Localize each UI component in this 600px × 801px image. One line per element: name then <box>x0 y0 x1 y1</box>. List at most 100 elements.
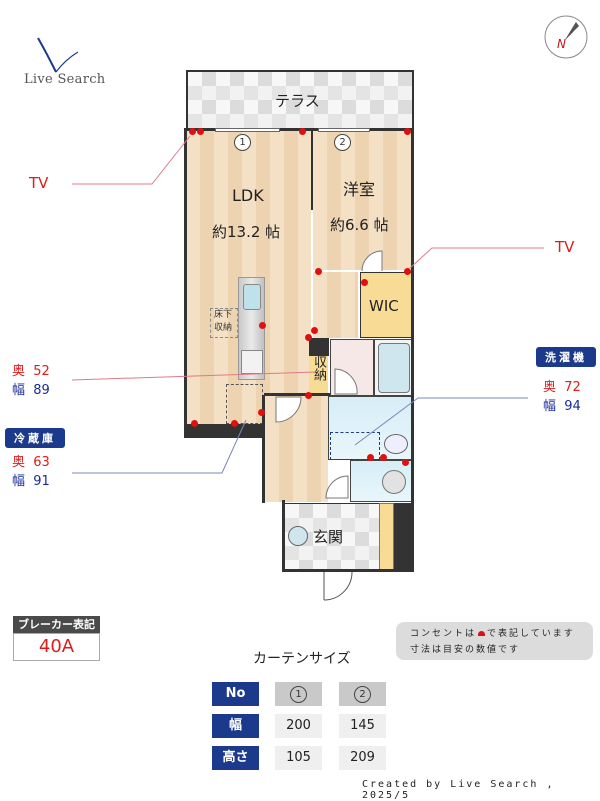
outlet-marker <box>315 268 322 275</box>
pipe-space <box>394 503 414 570</box>
depth-value: 52 <box>33 364 50 379</box>
curtain-header-width: 幅 <box>212 714 259 738</box>
western-room-size: 約6.6 帖 <box>330 216 389 234</box>
callout-leader-lines <box>71 135 544 474</box>
wic-label: WIC <box>369 297 399 315</box>
toilet-door-icon[interactable] <box>325 475 349 501</box>
outlet-marker <box>367 454 374 461</box>
stove-icon <box>241 350 263 374</box>
wall <box>184 128 187 438</box>
width-value: 91 <box>33 474 50 489</box>
western-room-floor <box>313 130 414 270</box>
note-text: コンセントは <box>410 629 477 639</box>
wall <box>309 338 329 356</box>
fridge-dims: 奥 63 幅 91 <box>12 453 50 491</box>
wall <box>411 128 414 503</box>
footer-credit: Created by Live Search , 2025/5 <box>362 779 555 801</box>
outlet-marker <box>404 128 411 135</box>
curtain-title: カーテンサイズ <box>253 651 351 667</box>
bathtub-icon <box>378 343 410 393</box>
legend-note: コンセントはで表記しています 寸法は目安の数値です <box>396 622 593 660</box>
wic-door-icon[interactable] <box>360 250 390 272</box>
storage-label: 収納 <box>311 355 326 381</box>
depth-value: 72 <box>564 380 581 395</box>
live-search-logo-icon <box>37 37 79 73</box>
circle-number: 2 <box>354 686 371 703</box>
curtain-header-height: 高さ <box>212 746 259 770</box>
outlet-marker <box>311 327 318 334</box>
storage-closet <box>309 355 328 395</box>
width-label: 幅 <box>12 383 26 398</box>
note-text: 寸法は目安の数値です <box>410 645 521 655</box>
outlet-marker <box>189 128 196 135</box>
curtain-col-1-height: 105 <box>275 746 322 770</box>
note-text: で表記しています <box>487 629 575 639</box>
western-room-name: 洋室 <box>343 180 376 199</box>
wall <box>311 130 313 210</box>
curtain-col-2-no: 2 <box>339 682 386 706</box>
outlet-marker <box>361 279 368 286</box>
fridge-tag: 冷蔵庫 <box>5 428 65 448</box>
width-value: 94 <box>564 399 581 414</box>
outlet-marker <box>402 459 409 466</box>
tv-label-right: TV <box>555 238 575 256</box>
window-2[interactable] <box>318 128 370 132</box>
curtain-col-1-no: 1 <box>275 682 322 706</box>
ldk-size: 約13.2 帖 <box>212 223 281 241</box>
underfloor-storage <box>210 308 238 338</box>
depth-label: 奥 <box>543 380 557 395</box>
outlet-marker <box>191 420 198 427</box>
width-label: 幅 <box>12 474 26 489</box>
wall <box>282 569 414 572</box>
depth-value: 63 <box>33 455 50 470</box>
curtain-col-2-height: 209 <box>339 746 386 770</box>
kitchen-sink-icon <box>243 284 261 310</box>
outlet-marker <box>380 454 387 461</box>
wall <box>282 500 285 571</box>
outlet-marker <box>259 322 266 329</box>
kitchen-space-dims: 奥 52 幅 89 <box>12 362 50 400</box>
terrace-label: テラス <box>275 92 320 110</box>
washroom-door-icon[interactable] <box>334 368 358 396</box>
hallway-door-icon[interactable] <box>275 396 303 424</box>
wall <box>262 395 265 503</box>
circle-number: 1 <box>290 686 307 703</box>
closet-floor <box>313 272 358 338</box>
curtain-header-no: No <box>212 682 259 706</box>
floor-plan: テラス WIC 玄関 床下収納 収納 <box>71 70 544 602</box>
curtain-col-1-width: 200 <box>275 714 322 738</box>
outlet-marker <box>305 334 312 341</box>
washer-space-outline <box>330 432 380 460</box>
curtain-col-2-width: 145 <box>339 714 386 738</box>
depth-label: 奥 <box>12 455 26 470</box>
entrance-drain-icon <box>288 526 308 546</box>
wall <box>184 424 264 438</box>
outlet-legend-icon <box>478 631 486 636</box>
washer-dims: 奥 72 幅 94 <box>543 378 581 416</box>
width-value: 89 <box>33 383 50 398</box>
tv-label-left: TV <box>29 174 49 192</box>
outlet-marker <box>231 420 238 427</box>
window-2-number: 2 <box>334 134 351 151</box>
outlet-marker <box>299 128 306 135</box>
window-1-number: 1 <box>234 134 251 151</box>
compass-north-icon: N <box>544 15 588 59</box>
wall <box>264 393 330 396</box>
outlet-marker <box>305 392 312 399</box>
toilet-icon <box>382 470 406 494</box>
breaker-value: 40A <box>13 633 100 661</box>
outlet-marker <box>404 268 411 275</box>
width-label: 幅 <box>543 399 557 414</box>
sink-icon <box>384 434 408 454</box>
outlet-marker <box>197 128 204 135</box>
breaker-title: ブレーカー表記 <box>13 616 100 633</box>
washer-tag: 洗濯機 <box>536 347 596 367</box>
window-1[interactable] <box>215 128 280 132</box>
svg-text:N: N <box>557 37 566 51</box>
ldk-name: LDK <box>232 186 264 205</box>
depth-label: 奥 <box>12 364 26 379</box>
underfloor-storage-label: 床下収納 <box>213 310 232 333</box>
entry-door-icon[interactable] <box>322 570 354 602</box>
logo-text: Live Search <box>24 72 106 87</box>
entrance-label: 玄関 <box>313 528 344 546</box>
